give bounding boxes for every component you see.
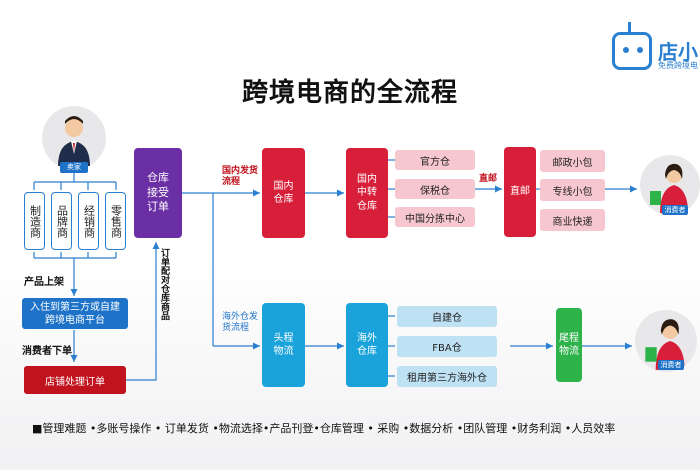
businessman-icon (58, 116, 90, 166)
option-bonded-warehouse: 保税仓 (395, 179, 475, 199)
order-processing-box: 店铺处理订单 (24, 366, 126, 394)
seller-type-manufacturer: 制造商 (24, 192, 45, 250)
option-self-built-warehouse: 自建仓 (397, 306, 497, 327)
step-consumer-order-label: 消费者下单 (22, 346, 72, 357)
order-match-label: 订单配对仓库商品 (159, 248, 169, 320)
option-official-warehouse: 官方仓 (395, 150, 475, 170)
delivery-postal-parcel: 邮政小包 (540, 150, 605, 172)
consumer-tag-bottom: 消费者 (658, 360, 684, 370)
first-leg-logistics-box: 头程物流 (262, 303, 305, 387)
logo-name: 店小 (658, 40, 698, 64)
robot-logo-icon (612, 32, 652, 70)
option-sorting-center: 中国分拣中心 (395, 207, 475, 227)
management-issues-footer: ■管理难题 •多账号操作 • 订单发货 •物流选择•产品刊登•仓库管理 • 采购… (32, 422, 616, 435)
last-mile-logistics-box: 尾程物流 (556, 308, 582, 382)
logo-tagline: 免费跨境电 (658, 61, 698, 70)
option-fba-warehouse: FBA仓 (397, 336, 497, 357)
seller-type-distributor: 经销商 (78, 192, 99, 250)
delivery-dedicated-line: 专线小包 (540, 179, 605, 201)
overseas-flow-label: 海外仓发货流程 (222, 312, 259, 334)
delivery-commercial-express: 商业快递 (540, 209, 605, 231)
seller-avatar (42, 106, 106, 170)
robot-antenna (628, 22, 631, 32)
seller-type-retailer: 零售商 (105, 192, 126, 250)
step-list-product-label: 产品上架 (24, 277, 64, 288)
domestic-flow-label: 国内发货流程 (222, 166, 259, 188)
platform-box: 入住到第三方或自建跨境电商平台 (22, 298, 128, 329)
direct-mail-label: 直邮 (479, 174, 498, 184)
direct-mail-box: 直邮 (504, 147, 536, 237)
page-title: 跨境电商的全流程 (241, 78, 458, 108)
consumer-tag-top: 消费者 (662, 205, 688, 215)
seller-type-brand: 品牌商 (51, 192, 72, 250)
domestic-warehouse-box: 国内仓库 (262, 148, 305, 238)
domestic-transfer-box: 国内中转仓库 (346, 148, 388, 238)
seller-tag: 卖家 (60, 162, 88, 173)
overseas-warehouse-box: 海外仓库 (346, 303, 388, 387)
warehouse-receive-box: 仓库接受订单 (134, 148, 182, 238)
option-third-party-warehouse: 租用第三方海外仓 (397, 366, 497, 387)
